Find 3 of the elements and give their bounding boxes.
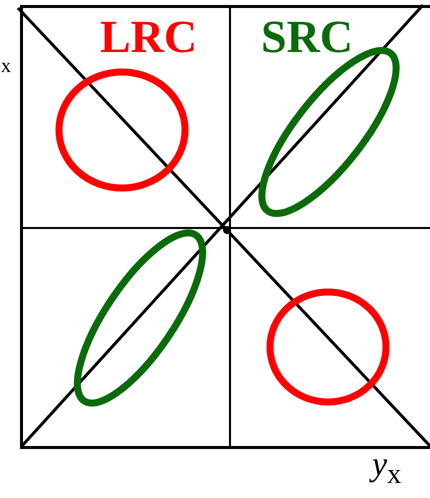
curve-label: SRC bbox=[261, 14, 354, 60]
curve-label: LRC bbox=[100, 14, 198, 60]
axis-label: x bbox=[1, 56, 11, 76]
